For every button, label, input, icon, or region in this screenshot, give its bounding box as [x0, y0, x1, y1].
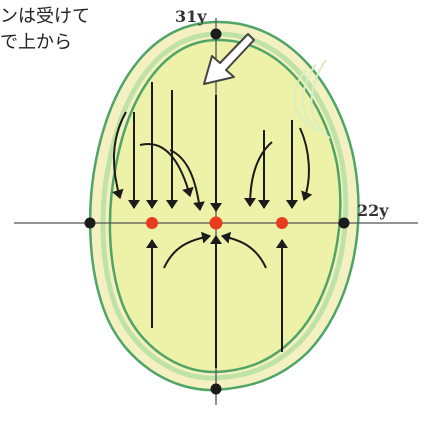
horizontal-axis-label: 22y — [357, 201, 389, 220]
curve-right-outer — [299, 127, 313, 201]
curve-right-inner — [244, 141, 273, 207]
downward-field-lines — [128, 82, 298, 212]
curved-field-lines-top — [112, 111, 313, 211]
boundary-points — [84, 28, 350, 395]
red-point-left — [146, 217, 158, 229]
curve-up-right — [221, 231, 267, 269]
boundary-point-bottom — [210, 383, 222, 395]
inner-region — [108, 38, 342, 374]
boundary-point-right — [338, 217, 350, 229]
vertical-axis-label: 31y — [175, 7, 207, 26]
curve-left-inner — [139, 143, 194, 197]
caption-line-2: で上から — [0, 32, 72, 53]
curve-left-outer — [112, 111, 127, 199]
curve-up-left — [163, 231, 211, 269]
curve-center-left — [169, 149, 205, 211]
caption-line-1: ンは受けて — [0, 6, 90, 27]
upward-field-lines — [146, 231, 288, 368]
boundary-point-left — [84, 217, 96, 229]
red-point-center — [209, 216, 223, 230]
highlight-arcs — [293, 59, 331, 139]
large-white-arrow-icon — [203, 33, 255, 85]
red-point-right — [276, 217, 288, 229]
center-points — [146, 216, 288, 230]
boundary-point-top — [210, 28, 222, 40]
